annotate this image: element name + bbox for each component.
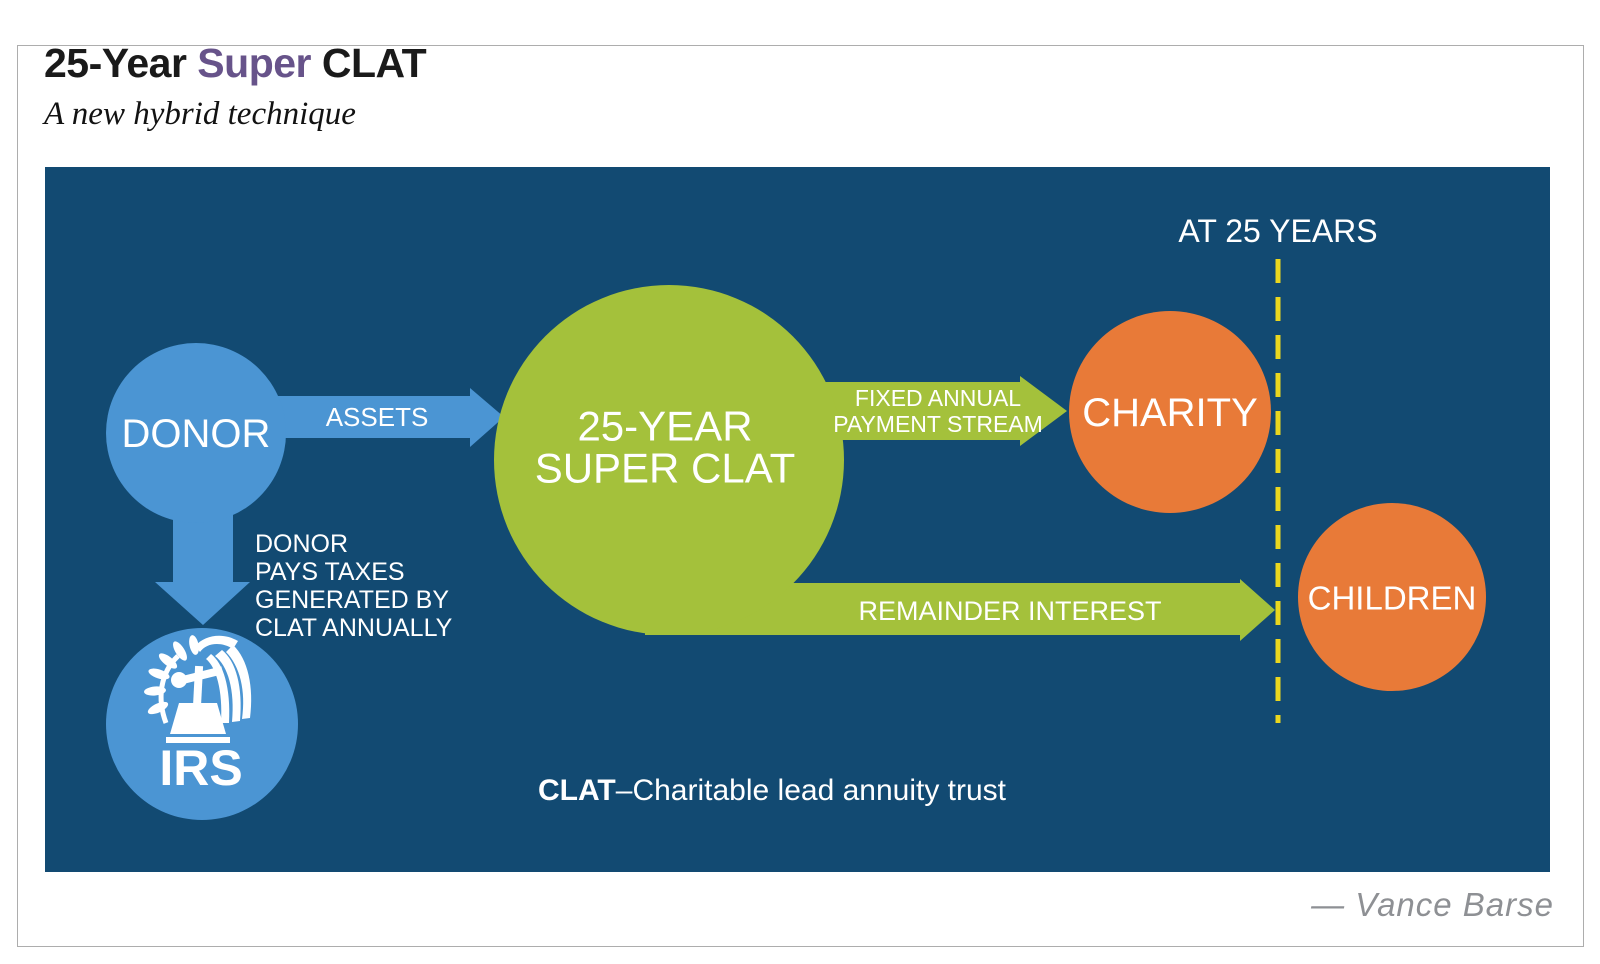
assets-label: ASSETS [326, 402, 429, 432]
charity-circle [1069, 311, 1271, 513]
page-subtitle: A new hybrid technique [44, 96, 356, 132]
timeline-label: AT 25 YEARS [1178, 213, 1377, 249]
clat-footnote: CLAT–Charitable lead annuity trust [538, 774, 1007, 807]
tax-note-line1: DONOR [255, 530, 348, 558]
children-circle [1298, 503, 1486, 691]
signature: — Vance Barse [1311, 886, 1554, 923]
clat-footnote-definition: –Charitable lead annuity trust [616, 774, 1007, 807]
clat-circle [494, 285, 844, 635]
charity-label: CHARITY [1082, 391, 1258, 435]
title-part1: 25-Year [44, 40, 198, 86]
donor-circle [106, 343, 286, 523]
irs-eagle-icon [144, 635, 252, 743]
fixed-payment-label-line2: PAYMENT STREAM [833, 411, 1043, 437]
tax-note-line3: GENERATED BY [255, 586, 449, 614]
remainder-label: REMAINDER INTEREST [858, 596, 1161, 626]
title-part-super: Super [197, 40, 311, 86]
irs-label: IRS [159, 740, 242, 796]
fixed-payment-label-line1: FIXED ANNUAL [855, 385, 1021, 411]
fixed-payment-arrow [815, 376, 1067, 446]
clat-label-line1: 25-YEAR [577, 403, 752, 450]
page-title: 25-Year Super CLAT [44, 40, 427, 87]
clat-footnote-term: CLAT [538, 774, 616, 807]
children-label: CHILDREN [1308, 580, 1477, 617]
diagram-panel: AT 25 YEARS DONOR ASSETS 25-YEAR SUPER C… [45, 167, 1550, 872]
tax-note-line2: PAYS TAXES [255, 558, 405, 586]
tax-note: DONOR PAYS TAXES GENERATED BY CLAT ANNUA… [255, 530, 453, 642]
assets-arrow [270, 388, 504, 447]
tax-note-line4: CLAT ANNUALLY [255, 614, 453, 642]
clat-label-line2: SUPER CLAT [535, 445, 796, 492]
donor-label: DONOR [122, 412, 271, 456]
title-part3: CLAT [311, 40, 427, 86]
